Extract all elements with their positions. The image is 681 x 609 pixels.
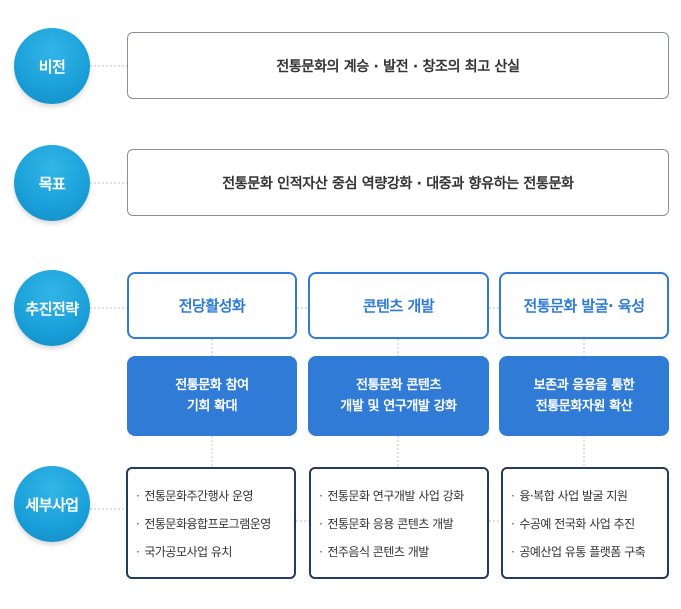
strategy-title-3: 전통문화 발굴· 육성 [523,297,645,315]
list-item: 융·복합 사업 발굴 지원 [511,482,667,510]
list-item: 국가공모사업 유치 [136,538,294,566]
strategy-box-1: 전당활성화 [127,272,297,339]
detail-box-2: 전통문화 연구개발 사업 강화 전통문화 응용 콘텐츠 개발 전주음식 콘텐츠 … [309,467,489,579]
list-item: 전통문화주간행사 운영 [136,482,294,510]
detail-box-3: 융·복합 사업 발굴 지원 수공예 전국화 사업 추진 공예산업 유통 플랫폼 … [501,467,669,579]
task-3-line-1: 보존과 응용을 통한 [533,378,635,393]
list-item: 전통문화 연구개발 사업 강화 [319,482,487,510]
strategy-title-1: 전당활성화 [178,297,246,315]
task-2-line-2: 개발 및 연구개발 강화 [340,399,457,414]
task-1-line-2: 기회 확대 [186,399,238,414]
task-1-line-1: 전통문화 참여 [175,378,249,393]
strategy-circle: 추진전략 [14,270,90,346]
task-3-line-2: 전통문화자원 확산 [535,399,633,414]
vision-box: 전통문화의 계승 · 발전 · 창조의 최고 산실 [127,32,669,99]
detail-circle: 세부사업 [14,466,90,542]
task-box-1: 전통문화 참여 기회 확대 [127,356,297,436]
task-box-3: 보존과 응용을 통한 전통문화자원 확산 [499,356,669,436]
list-item: 전주음식 콘텐츠 개발 [319,538,487,566]
list-item: 전통문화 응용 콘텐츠 개발 [319,510,487,538]
strategy-box-3: 전통문화 발굴· 육성 [499,272,669,339]
goal-text: 전통문화 인적자산 중심 역량강화 · 대중과 향유하는 전통문화 [222,175,574,192]
goal-circle: 목표 [14,145,90,221]
list-item: 공예산업 유통 플랫폼 구축 [511,538,667,566]
strategy-title-2: 콘텐츠 개발 [362,297,435,315]
vision-text: 전통문화의 계승 · 발전 · 창조의 최고 산실 [276,58,520,75]
list-item: 수공예 전국화 사업 추진 [511,510,667,538]
list-item: 전통문화융합프로그램운영 [136,510,294,538]
vision-circle: 비전 [14,28,90,104]
goal-box: 전통문화 인적자산 중심 역량강화 · 대중과 향유하는 전통문화 [127,149,669,216]
task-box-2: 전통문화 콘텐츠 개발 및 연구개발 강화 [308,356,489,436]
task-2-line-1: 전통문화 콘텐츠 [355,378,442,393]
strategy-box-2: 콘텐츠 개발 [308,272,489,339]
detail-box-1: 전통문화주간행사 운영 전통문화융합프로그램운영 국가공모사업 유치 [126,467,296,579]
